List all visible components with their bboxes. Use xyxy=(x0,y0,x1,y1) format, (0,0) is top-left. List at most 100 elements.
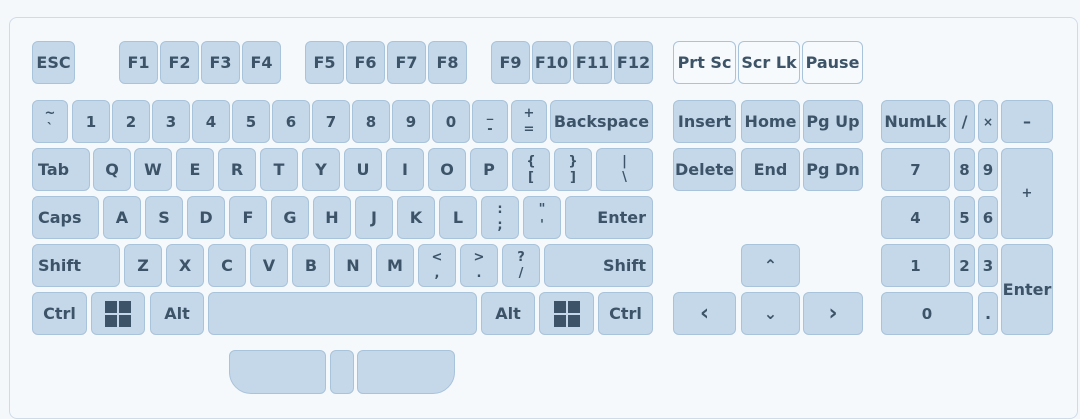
key-g[interactable]: G xyxy=(271,196,309,239)
key-windows-right[interactable] xyxy=(539,292,594,335)
key-numpad-1[interactable]: 1 xyxy=(881,244,950,287)
key-ctrl-right[interactable]: Ctrl xyxy=(598,292,653,335)
key-k[interactable]: K xyxy=(397,196,435,239)
key-x[interactable]: X xyxy=(166,244,204,287)
key-f1[interactable]: F1 xyxy=(119,41,158,84)
key-f10[interactable]: F10 xyxy=(532,41,571,84)
key-f[interactable]: F xyxy=(229,196,267,239)
key-f11[interactable]: F11 xyxy=(573,41,612,84)
key-h[interactable]: H xyxy=(313,196,351,239)
key-3[interactable]: 3 xyxy=(152,100,190,143)
key-numpad-9[interactable]: 9 xyxy=(978,148,998,191)
key-p[interactable]: P xyxy=(470,148,508,191)
key-e[interactable]: E xyxy=(176,148,214,191)
key-numpad-5[interactable]: 5 xyxy=(954,196,975,239)
key-right-bracket[interactable]: }] xyxy=(554,148,592,191)
key-numpad-add[interactable]: + xyxy=(1001,148,1053,239)
key-f5[interactable]: F5 xyxy=(305,41,344,84)
key-2[interactable]: 2 xyxy=(112,100,150,143)
key-numpad-enter[interactable]: Enter xyxy=(1001,244,1053,335)
key-1[interactable]: 1 xyxy=(72,100,110,143)
key-numpad-multiply[interactable]: × xyxy=(978,100,998,143)
key-pause[interactable]: Pause xyxy=(802,41,863,84)
key-i[interactable]: I xyxy=(386,148,424,191)
key-q[interactable]: Q xyxy=(93,148,131,191)
key-numpad-6[interactable]: 6 xyxy=(978,196,998,239)
key-u[interactable]: U xyxy=(344,148,382,191)
key-f2[interactable]: F2 xyxy=(160,41,199,84)
key-minus[interactable]: _- xyxy=(472,100,508,143)
key-c[interactable]: C xyxy=(208,244,246,287)
key-shift-left[interactable]: Shift xyxy=(32,244,120,287)
key-period[interactable]: >. xyxy=(460,244,498,287)
touchpad-middle-button[interactable] xyxy=(330,350,354,394)
key-z[interactable]: Z xyxy=(124,244,162,287)
key-left-bracket[interactable]: {[ xyxy=(512,148,550,191)
key-numpad-decimal[interactable]: . xyxy=(978,292,998,335)
key-7[interactable]: 7 xyxy=(312,100,350,143)
key-m[interactable]: M xyxy=(376,244,414,287)
key-arrow-down[interactable]: ⌄ xyxy=(741,292,800,335)
key-windows-left[interactable] xyxy=(91,292,145,335)
key-arrow-up[interactable]: ⌃ xyxy=(741,244,800,287)
key-f4[interactable]: F4 xyxy=(242,41,281,84)
key-a[interactable]: A xyxy=(103,196,141,239)
key-d[interactable]: D xyxy=(187,196,225,239)
touchpad-left-button[interactable] xyxy=(229,350,326,394)
key-numpad-divide[interactable]: / xyxy=(954,100,975,143)
key-alt-left[interactable]: Alt xyxy=(150,292,204,335)
key-numpad-subtract[interactable]: – xyxy=(1001,100,1053,143)
key-ctrl-left[interactable]: Ctrl xyxy=(32,292,87,335)
key-caps-lock[interactable]: Caps xyxy=(32,196,99,239)
key-w[interactable]: W xyxy=(134,148,172,191)
key-arrow-right[interactable]: › xyxy=(803,292,863,335)
key-v[interactable]: V xyxy=(250,244,288,287)
key-s[interactable]: S xyxy=(145,196,183,239)
key-4[interactable]: 4 xyxy=(192,100,230,143)
key-f9[interactable]: F9 xyxy=(491,41,530,84)
key-numpad-3[interactable]: 3 xyxy=(978,244,998,287)
key-9[interactable]: 9 xyxy=(392,100,430,143)
key-r[interactable]: R xyxy=(218,148,256,191)
key-page-down[interactable]: Pg Dn xyxy=(803,148,863,191)
key-b[interactable]: B xyxy=(292,244,330,287)
key-end[interactable]: End xyxy=(741,148,800,191)
key-numpad-4[interactable]: 4 xyxy=(881,196,950,239)
key-numpad-7[interactable]: 7 xyxy=(881,148,950,191)
key-f3[interactable]: F3 xyxy=(201,41,240,84)
key-j[interactable]: J xyxy=(355,196,393,239)
key-t[interactable]: T xyxy=(260,148,298,191)
key-page-up[interactable]: Pg Up xyxy=(803,100,863,143)
key-o[interactable]: O xyxy=(428,148,466,191)
key-alt-right[interactable]: Alt xyxy=(481,292,535,335)
key-slash[interactable]: ?/ xyxy=(502,244,540,287)
key-esc[interactable]: ESC xyxy=(32,41,75,84)
key-8[interactable]: 8 xyxy=(352,100,390,143)
key-comma[interactable]: <, xyxy=(418,244,456,287)
key-y[interactable]: Y xyxy=(302,148,340,191)
key-enter[interactable]: Enter xyxy=(565,196,653,239)
key-home[interactable]: Home xyxy=(741,100,800,143)
key-backslash[interactable]: |\ xyxy=(596,148,653,191)
key-backtick[interactable]: ~` xyxy=(32,100,68,143)
key-shift-right[interactable]: Shift xyxy=(544,244,653,287)
key-backspace[interactable]: Backspace xyxy=(550,100,653,143)
key-l[interactable]: L xyxy=(439,196,477,239)
key-f7[interactable]: F7 xyxy=(387,41,426,84)
key-num-lock[interactable]: NumLk xyxy=(881,100,950,143)
key-delete[interactable]: Delete xyxy=(673,148,736,191)
key-print-screen[interactable]: Prt Sc xyxy=(673,41,736,84)
key-space[interactable] xyxy=(208,292,477,335)
key-scroll-lock[interactable]: Scr Lk xyxy=(738,41,800,84)
key-tab[interactable]: Tab xyxy=(32,148,90,191)
key-quote[interactable]: "' xyxy=(523,196,561,239)
key-f6[interactable]: F6 xyxy=(346,41,385,84)
key-f12[interactable]: F12 xyxy=(614,41,653,84)
key-numpad-8[interactable]: 8 xyxy=(954,148,975,191)
key-equal[interactable]: += xyxy=(511,100,547,143)
key-5[interactable]: 5 xyxy=(232,100,270,143)
key-0[interactable]: 0 xyxy=(432,100,470,143)
key-n[interactable]: N xyxy=(334,244,372,287)
key-insert[interactable]: Insert xyxy=(673,100,736,143)
key-numpad-0[interactable]: 0 xyxy=(881,292,973,335)
